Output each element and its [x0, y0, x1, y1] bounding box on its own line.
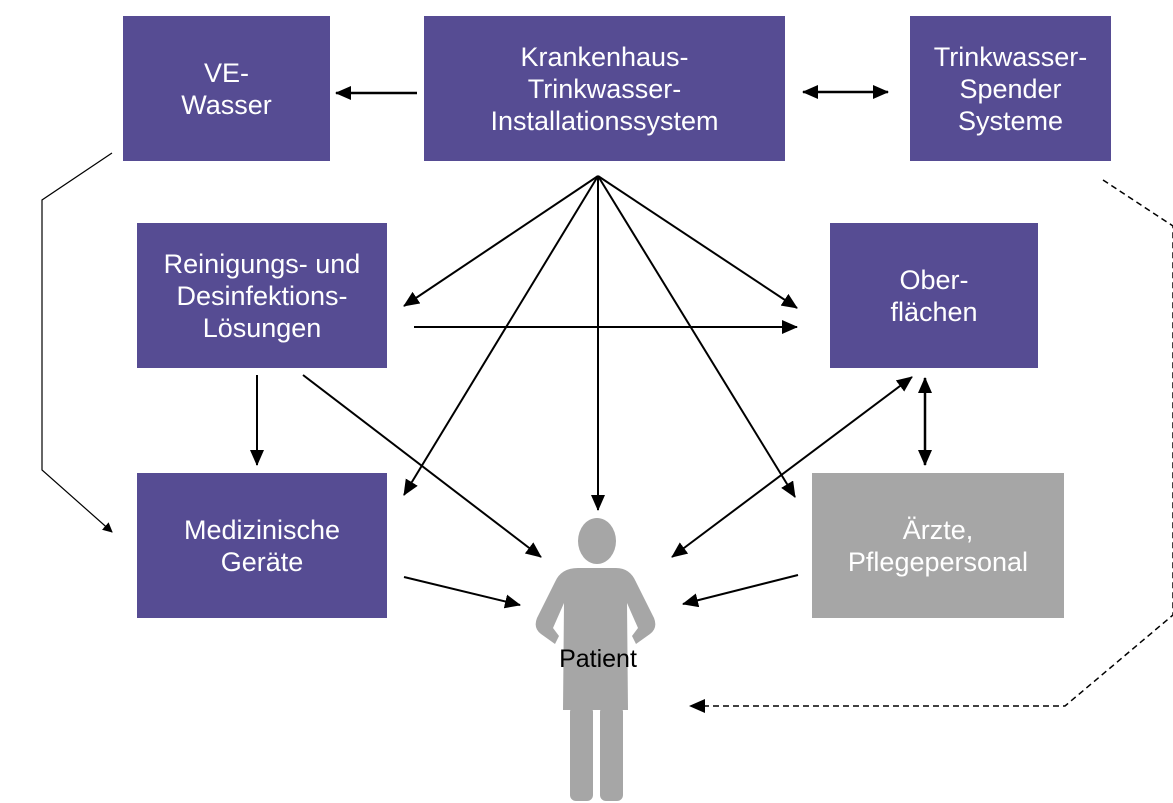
node-ve-wasser-line-2: Wasser [181, 89, 272, 120]
patient-label: Patient [559, 645, 637, 673]
node-aerzte-line-2: Pflegepersonal [847, 546, 1029, 577]
patient-figure-icon [535, 518, 656, 801]
arrow-krankenhaus-to-aerzte [597, 175, 796, 498]
node-oberflaechen-line-1: Ober- [899, 264, 969, 295]
node-trinkwasser-spender-systeme: Trinkwasser- Spender Systeme [910, 16, 1111, 161]
node-aerzte-line-1: Ärzte, [902, 514, 974, 545]
node-ve-wasser: VE- Wasser [123, 16, 330, 161]
node-trinkwasser-spender-line-1: Trinkwasser- [933, 41, 1088, 72]
node-medizinische-geraete-line-1: Medizinische [183, 514, 341, 545]
arrow-trinkwasser-spender-to-patient [689, 179, 1173, 713]
arrow-krankenhaus-to-medizinische-geraete [403, 175, 599, 496]
node-reinigung-line-2: Desinfektions- [176, 280, 348, 311]
node-ve-wasser-line-1: VE- [203, 57, 249, 88]
node-oberflaechen: Ober- flächen [830, 223, 1038, 368]
arrow-aerzte-to-patient [682, 574, 799, 608]
node-reinigungs-und-desinfektionsloesungen: Reinigungs- und Desinfektions- Lösungen [137, 223, 387, 368]
node-aerzte-pflegepersonal: Ärzte, Pflegepersonal [812, 473, 1064, 618]
arrow-medizinische-geraete-to-patient [403, 576, 521, 609]
arrow-krankenhaus-to-oberflaechen [597, 175, 798, 309]
arrow-oberflaechen-patient [671, 376, 913, 558]
arrow-krankenhaus-to-reinigung [403, 175, 599, 307]
node-reinigung-line-1: Reinigungs- und [163, 248, 361, 279]
node-reinigung-line-3: Lösungen [202, 312, 322, 343]
node-krankenhaus-trinkwasser-installationssystem: Krankenhaus- Trinkwasser- Installationss… [424, 16, 785, 161]
node-medizinische-geraete: Medizinische Geräte [137, 473, 387, 618]
arrow-reinigung-to-patient [302, 374, 542, 558]
node-oberflaechen-line-2: flächen [890, 296, 978, 327]
node-krankenhaus-line-2: Trinkwasser- [527, 73, 682, 104]
arrow-ve-wasser-to-medizinische-geraete [41, 152, 113, 533]
node-trinkwasser-spender-line-3: Systeme [957, 105, 1064, 136]
node-trinkwasser-spender-line-2: Spender [959, 73, 1062, 104]
node-medizinische-geraete-line-2: Geräte [220, 546, 304, 577]
node-krankenhaus-line-1: Krankenhaus- [520, 41, 689, 72]
node-krankenhaus-line-3: Installationssystem [490, 105, 719, 136]
